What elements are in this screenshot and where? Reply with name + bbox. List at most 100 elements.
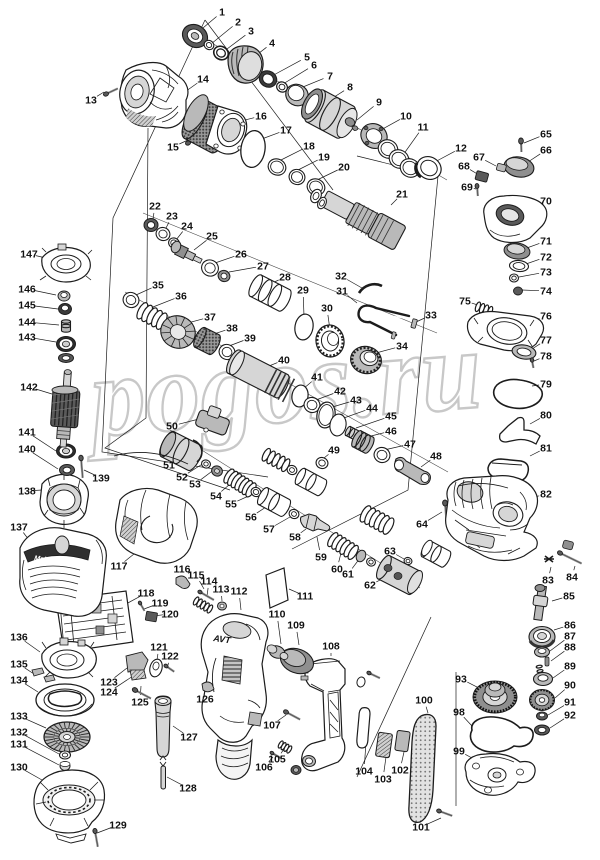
svg-text:104: 104	[355, 766, 373, 778]
svg-text:124: 124	[100, 687, 118, 699]
svg-text:29: 29	[297, 285, 309, 297]
svg-text:39: 39	[244, 333, 256, 345]
svg-text:92: 92	[564, 710, 576, 722]
svg-text:91: 91	[564, 697, 576, 709]
svg-text:137: 137	[10, 522, 28, 534]
svg-text:57: 57	[263, 524, 275, 536]
svg-text:55: 55	[225, 499, 237, 511]
svg-text:6: 6	[311, 60, 317, 72]
svg-text:127: 127	[180, 732, 198, 744]
svg-text:112: 112	[231, 586, 248, 598]
svg-text:56: 56	[245, 512, 257, 524]
svg-text:22: 22	[149, 201, 161, 213]
svg-text:78: 78	[540, 351, 552, 363]
svg-text:99: 99	[453, 746, 465, 758]
svg-text:44: 44	[366, 403, 378, 415]
svg-text:20: 20	[338, 162, 350, 174]
svg-text:48: 48	[430, 451, 442, 463]
svg-text:129: 129	[109, 820, 127, 832]
svg-text:64: 64	[416, 519, 428, 531]
svg-text:85: 85	[563, 591, 575, 603]
svg-text:71: 71	[540, 236, 552, 248]
svg-text:89: 89	[564, 661, 576, 673]
svg-text:142: 142	[20, 382, 38, 394]
svg-text:70: 70	[540, 196, 552, 208]
svg-text:101: 101	[412, 822, 430, 834]
svg-text:134: 134	[10, 675, 28, 687]
svg-text:111: 111	[297, 591, 314, 603]
svg-text:18: 18	[303, 141, 315, 153]
svg-text:145: 145	[18, 300, 36, 312]
svg-text:116: 116	[174, 564, 191, 576]
svg-text:51: 51	[163, 460, 175, 472]
svg-text:30: 30	[321, 303, 333, 315]
svg-text:24: 24	[181, 221, 193, 233]
svg-text:10: 10	[400, 111, 412, 123]
svg-text:130: 130	[10, 762, 28, 774]
svg-text:74: 74	[540, 286, 552, 298]
svg-text:81: 81	[540, 443, 552, 455]
svg-text:108: 108	[322, 641, 340, 653]
svg-text:19: 19	[318, 152, 330, 164]
svg-text:59: 59	[315, 552, 327, 564]
svg-text:67: 67	[473, 152, 485, 164]
svg-text:21: 21	[396, 189, 408, 201]
svg-text:90: 90	[564, 680, 576, 692]
svg-text:25: 25	[206, 231, 218, 243]
svg-text:68: 68	[458, 161, 470, 173]
svg-text:54: 54	[210, 491, 222, 503]
svg-text:135: 135	[10, 659, 28, 671]
svg-text:8: 8	[347, 82, 353, 94]
svg-text:132: 132	[10, 727, 28, 739]
svg-text:117: 117	[111, 561, 128, 573]
svg-text:58: 58	[289, 532, 301, 544]
svg-text:146: 146	[18, 284, 36, 296]
svg-text:31: 31	[336, 286, 348, 298]
svg-text:144: 144	[18, 317, 36, 329]
svg-text:32: 32	[335, 271, 347, 283]
svg-text:65: 65	[540, 129, 552, 141]
svg-text:33: 33	[425, 310, 437, 322]
svg-text:79: 79	[540, 379, 552, 391]
svg-text:93: 93	[455, 674, 467, 686]
svg-text:12: 12	[455, 143, 467, 155]
svg-text:143: 143	[18, 332, 36, 344]
svg-text:28: 28	[279, 272, 291, 284]
svg-text:45: 45	[385, 411, 397, 423]
svg-text:7: 7	[327, 71, 333, 83]
svg-text:140: 140	[18, 444, 36, 456]
svg-text:98: 98	[453, 707, 465, 719]
svg-text:122: 122	[161, 651, 179, 663]
svg-text:42: 42	[334, 386, 346, 398]
svg-text:17: 17	[280, 125, 292, 137]
svg-text:49: 49	[328, 445, 340, 457]
svg-text:138: 138	[18, 486, 36, 498]
svg-text:120: 120	[161, 609, 179, 621]
svg-text:136: 136	[10, 632, 28, 644]
svg-text:43: 43	[350, 395, 362, 407]
svg-text:141: 141	[18, 427, 36, 439]
svg-text:75: 75	[459, 296, 471, 308]
svg-text:52: 52	[176, 472, 188, 484]
svg-text:47: 47	[404, 439, 416, 451]
svg-text:110: 110	[269, 609, 286, 621]
svg-text:83: 83	[542, 575, 554, 587]
svg-text:128: 128	[179, 783, 197, 795]
svg-text:109: 109	[287, 620, 305, 632]
svg-text:66: 66	[540, 145, 552, 157]
svg-text:53: 53	[189, 479, 201, 491]
svg-text:38: 38	[226, 323, 238, 335]
svg-text:106: 106	[255, 762, 273, 774]
svg-text:5: 5	[304, 52, 310, 64]
svg-text:27: 27	[257, 261, 269, 273]
svg-text:102: 102	[391, 765, 409, 777]
svg-text:41: 41	[311, 372, 323, 384]
svg-text:125: 125	[131, 697, 149, 709]
svg-text:46: 46	[385, 426, 397, 438]
svg-text:3: 3	[248, 26, 254, 38]
svg-text:40: 40	[278, 355, 290, 367]
svg-text:147: 147	[20, 249, 38, 261]
svg-text:84: 84	[566, 572, 578, 584]
svg-text:82: 82	[540, 489, 552, 501]
svg-text:103: 103	[374, 774, 392, 786]
